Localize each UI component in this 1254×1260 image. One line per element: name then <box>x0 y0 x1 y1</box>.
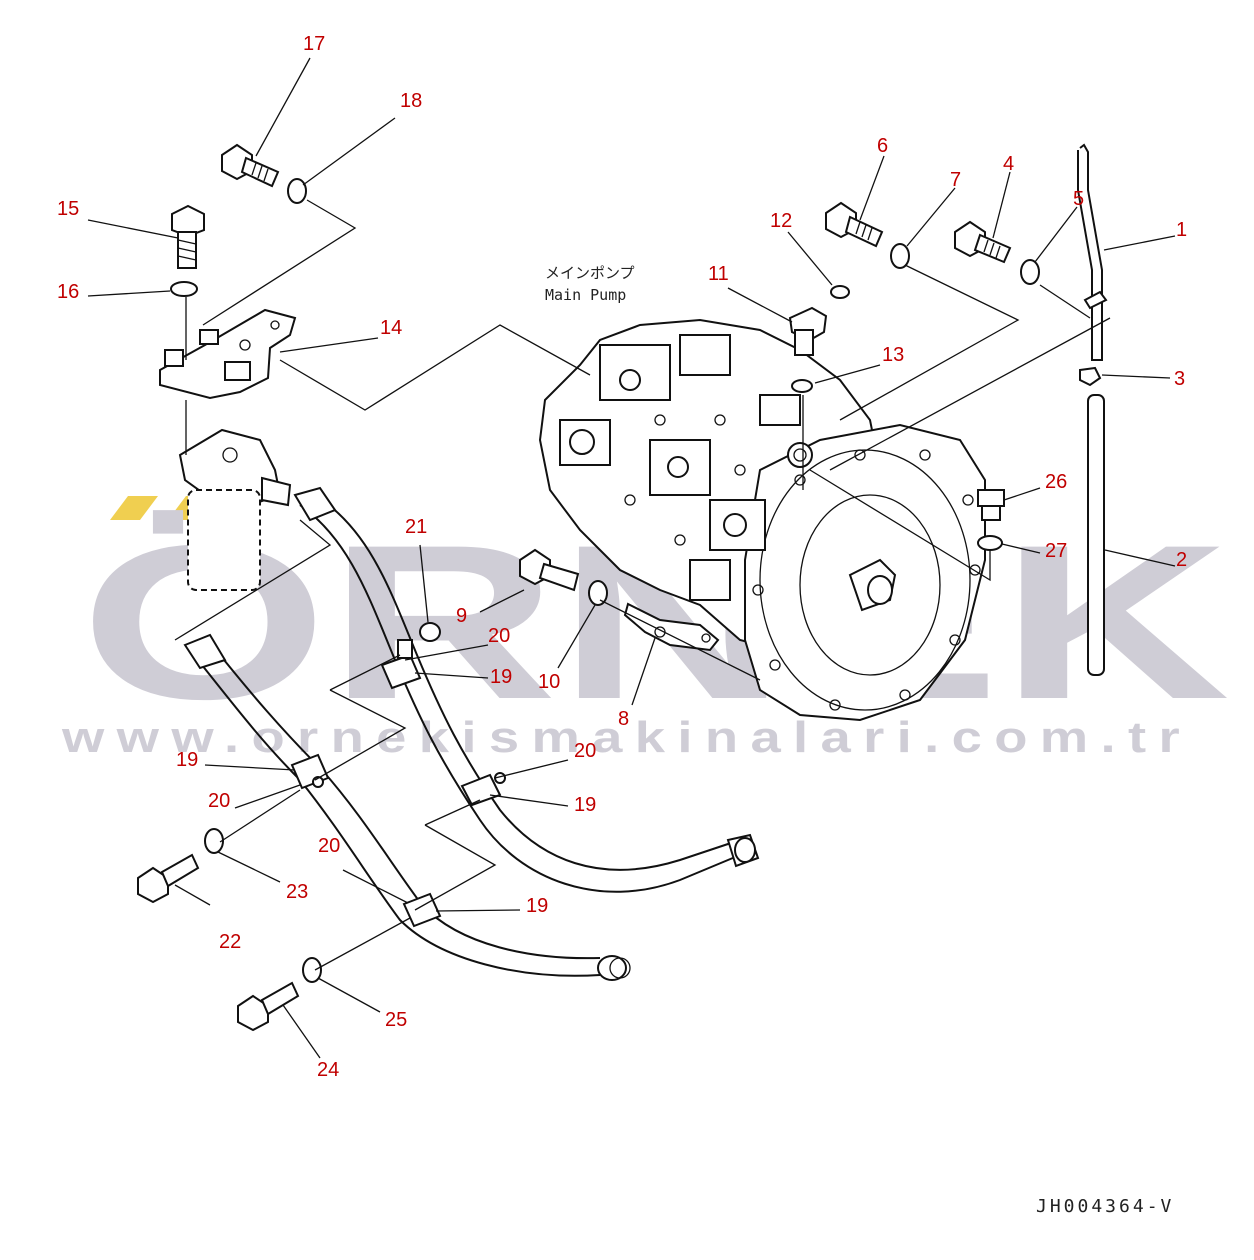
o-ring-part-12 <box>830 285 850 299</box>
callout-23: 23 <box>286 881 308 903</box>
elbow-fitting-part-11 <box>788 306 828 356</box>
callout-24: 24 <box>317 1059 339 1081</box>
callout-20-c: 20 <box>574 740 596 762</box>
bracket-part-14 <box>159 308 297 400</box>
washer-part-10 <box>588 580 608 606</box>
callout-26: 26 <box>1045 471 1067 493</box>
nut-part-21 <box>419 622 441 642</box>
callout-5: 5 <box>1073 188 1084 210</box>
bolt-part-22 <box>137 853 200 904</box>
callout-3: 3 <box>1174 368 1185 390</box>
o-ring-part-27 <box>977 535 1003 551</box>
washer-part-18 <box>287 178 307 204</box>
bolt-part-15 <box>171 204 205 269</box>
main-pump-label-jp: メインポンプ <box>545 264 635 282</box>
callout-8: 8 <box>618 708 629 730</box>
callout-9: 9 <box>456 605 467 627</box>
callouts: 1 2 3 4 5 6 7 8 9 10 11 12 13 14 15 16 1… <box>57 33 1187 1081</box>
washer-part-16 <box>170 281 198 297</box>
callout-17: 17 <box>303 33 325 55</box>
washer-part-25 <box>302 957 322 983</box>
bolt-part-24 <box>237 981 300 1032</box>
callout-4: 4 <box>1003 153 1014 175</box>
callout-14: 14 <box>380 317 402 339</box>
hose-clamp-part-19-lower <box>402 892 442 928</box>
callout-7: 7 <box>950 169 961 191</box>
callout-1: 1 <box>1176 219 1187 241</box>
callout-12: 12 <box>770 210 792 232</box>
callout-10: 10 <box>538 671 560 693</box>
callout-15: 15 <box>57 198 79 220</box>
dipstick-assembly <box>1077 143 1108 676</box>
hose-upper <box>293 486 760 893</box>
washer-part-5 <box>1020 259 1040 285</box>
bolt-part-4 <box>954 220 1012 264</box>
callout-20-a: 20 <box>488 625 510 647</box>
watermark-accent-left <box>110 496 158 520</box>
filter-assembly <box>178 428 292 591</box>
callout-20-b: 20 <box>208 790 230 812</box>
plug-part-26 <box>977 489 1005 521</box>
callout-6: 6 <box>877 135 888 157</box>
callout-19-b: 19 <box>176 749 198 771</box>
callout-11: 11 <box>708 263 729 285</box>
callout-19-a: 19 <box>490 666 512 688</box>
callout-19-d: 19 <box>526 895 548 917</box>
callout-20-d: 20 <box>318 835 340 857</box>
bolt-part-9 <box>519 548 580 592</box>
washer-part-23 <box>204 828 224 854</box>
callout-13: 13 <box>882 344 904 366</box>
bolt-part-6 <box>825 201 884 248</box>
leader-lines <box>87 57 1176 1059</box>
main-pump-assembly <box>538 318 986 722</box>
hose-clamp-part-19-upper <box>380 639 422 690</box>
washer-part-7 <box>890 243 910 269</box>
callout-25: 25 <box>385 1009 407 1031</box>
callout-2: 2 <box>1176 549 1187 571</box>
main-pump-label-en: Main Pump <box>545 286 626 304</box>
callout-27: 27 <box>1045 540 1067 562</box>
callout-18: 18 <box>400 90 422 112</box>
hose-clamp-part-19-mid <box>460 772 506 807</box>
bolt-part-17 <box>221 143 280 188</box>
hose-lower <box>183 633 631 981</box>
callout-21: 21 <box>405 516 427 538</box>
drawing-code: JH004364-V <box>1036 1196 1174 1217</box>
o-ring-part-13 <box>791 379 813 393</box>
callout-16: 16 <box>57 281 79 303</box>
callout-22: 22 <box>219 931 241 953</box>
callout-19-c: 19 <box>574 794 596 816</box>
